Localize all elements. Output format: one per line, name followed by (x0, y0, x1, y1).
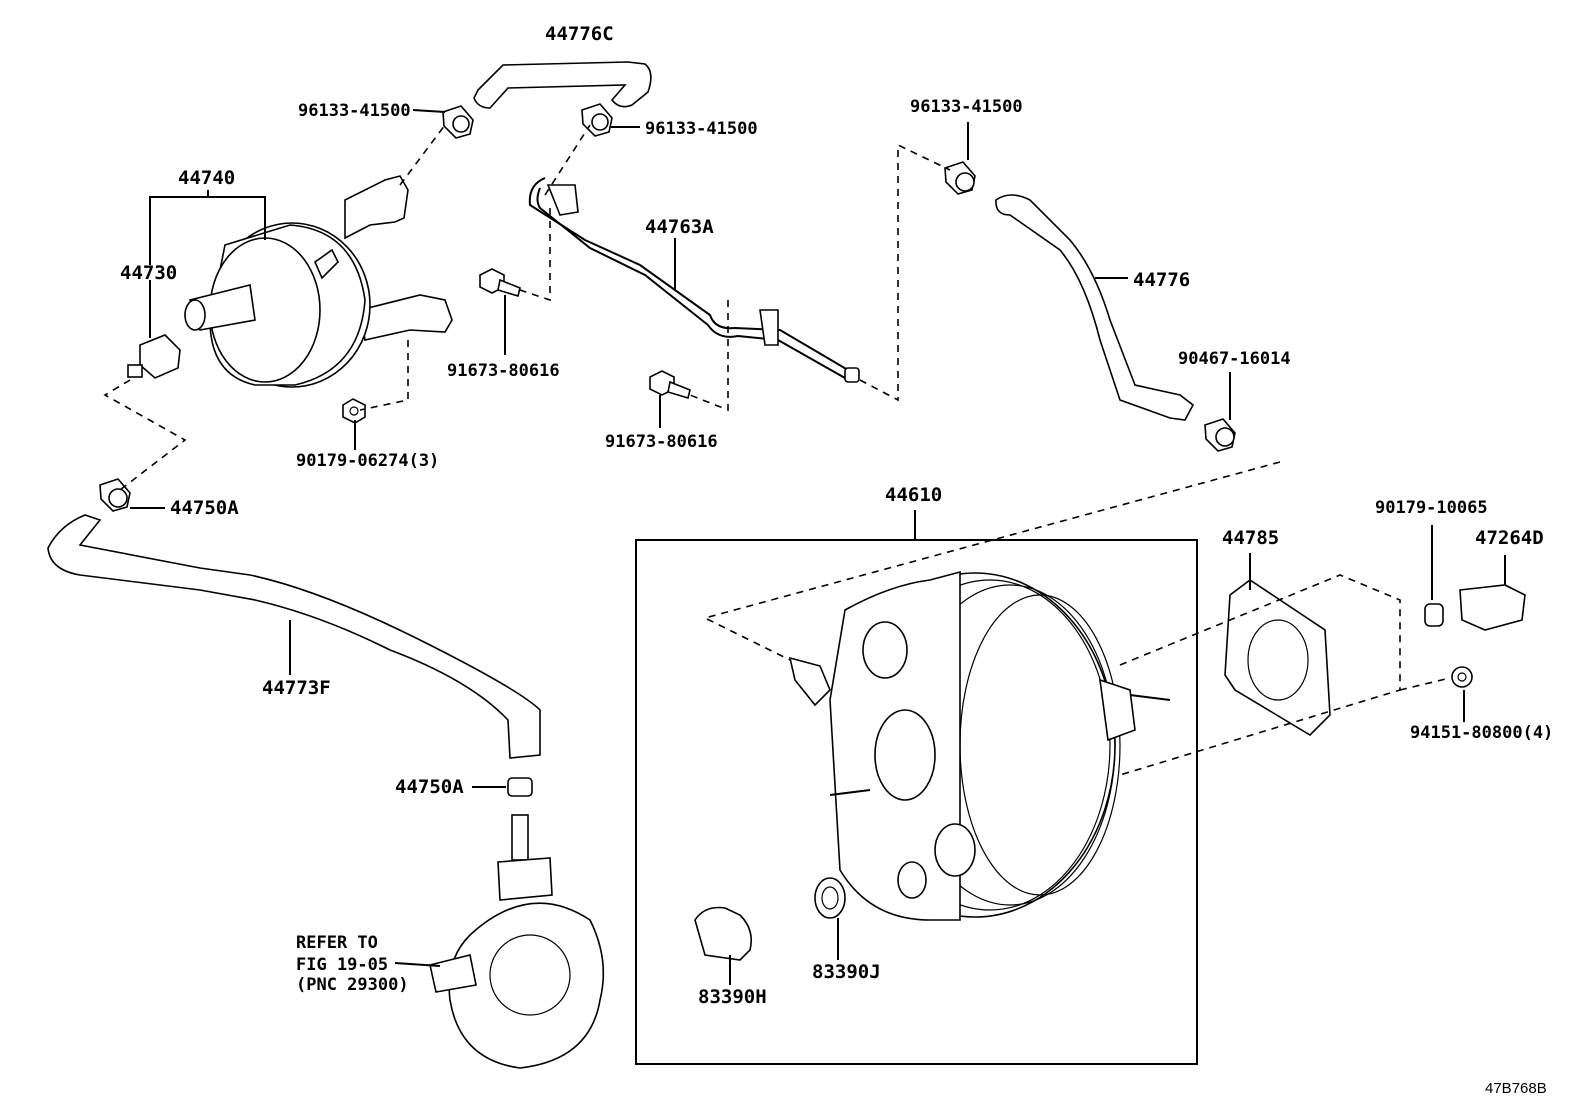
label-96133-41500: 96133-41500 (910, 97, 1023, 117)
hose-44773f[interactable] (47, 514, 541, 759)
vacuum-pump[interactable] (429, 814, 605, 1069)
label-90179-06274: 90179-06274(3) (296, 451, 439, 471)
bracket-47264d[interactable] (1459, 584, 1526, 631)
clamp-icon[interactable] (507, 777, 533, 797)
label-83390j: 83390J (812, 961, 881, 983)
label-44740: 44740 (178, 167, 235, 189)
refer-note-line1: REFER TO (296, 933, 378, 953)
hose-44776c[interactable] (473, 61, 652, 109)
bolt-icon[interactable] (479, 268, 521, 298)
nut-icon[interactable] (342, 398, 366, 424)
label-44776c: 44776C (545, 23, 614, 45)
label-83390h: 83390H (698, 986, 767, 1008)
label-47264d: 47264D (1475, 527, 1544, 549)
clamp-icon[interactable] (944, 161, 976, 195)
check-valve-44730[interactable] (127, 334, 181, 379)
booster-assy-box-44610 (635, 539, 1198, 1065)
label-44750a: 44750A (395, 776, 464, 798)
label-90467-16014: 90467-16014 (1178, 349, 1291, 369)
vacuum-tank-44740[interactable] (184, 175, 453, 388)
bolt-icon[interactable] (649, 370, 691, 400)
vacuum-pipe-44763a[interactable] (528, 177, 860, 383)
refer-note-line3: (PNC 29300) (296, 975, 409, 995)
label-44773f: 44773F (262, 677, 331, 699)
refer-note-line2: FIG 19-05 (296, 955, 388, 975)
label-44610: 44610 (885, 484, 942, 506)
gasket-44785[interactable] (1224, 579, 1331, 737)
flange-nut-icon[interactable] (1451, 666, 1473, 688)
hose-44776[interactable] (995, 194, 1195, 421)
label-44730: 44730 (120, 262, 177, 284)
label-44763a: 44763A (645, 216, 714, 238)
label-94151-80800: 94151-80800(4) (1410, 723, 1553, 743)
diagram-id-code: 47B768B (1485, 1080, 1547, 1097)
label-44750a: 44750A (170, 497, 239, 519)
clamp-icon[interactable] (442, 105, 474, 139)
label-91673-80616: 91673-80616 (447, 361, 560, 381)
leader-lines (130, 109, 1506, 985)
label-91673-80616: 91673-80616 (605, 432, 718, 452)
nut-small-icon[interactable] (1424, 603, 1444, 627)
clamp-icon[interactable] (99, 478, 131, 512)
label-90179-10065: 90179-10065 (1375, 498, 1488, 518)
label-96133-41500: 96133-41500 (298, 101, 411, 121)
grommet-83390h[interactable] (694, 906, 753, 961)
clamp-icon[interactable] (1204, 418, 1236, 452)
label-44776: 44776 (1133, 269, 1190, 291)
label-96133-41500: 96133-41500 (645, 119, 758, 139)
grommet-83390j[interactable] (814, 877, 846, 919)
brake-booster[interactable] (788, 570, 1171, 921)
clamp-icon[interactable] (581, 103, 613, 137)
label-44785: 44785 (1222, 527, 1279, 549)
assembly-dashed-lines (103, 124, 1451, 776)
